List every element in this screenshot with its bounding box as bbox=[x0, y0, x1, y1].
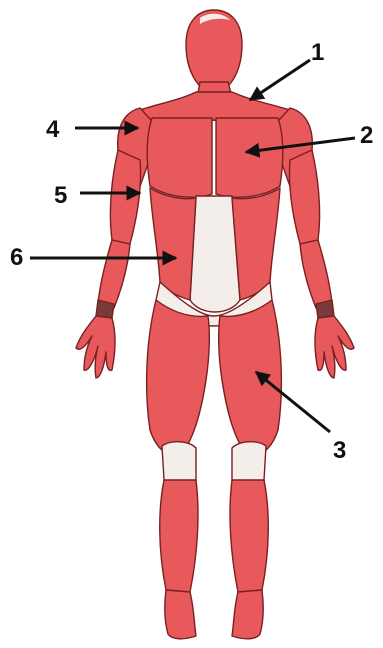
foot-left bbox=[165, 590, 196, 639]
arrow-1 bbox=[250, 60, 310, 100]
arm-left-forearm bbox=[98, 240, 130, 308]
label-2: 2 bbox=[360, 122, 373, 149]
thigh-right bbox=[219, 300, 282, 456]
shin-left bbox=[160, 480, 198, 592]
oblique-right bbox=[232, 188, 280, 300]
arm-right-forearm bbox=[300, 240, 332, 308]
label-4: 4 bbox=[46, 116, 60, 143]
human-figure bbox=[76, 10, 354, 639]
foot-right bbox=[232, 590, 263, 639]
wrist-left bbox=[96, 300, 114, 318]
hand-right bbox=[315, 316, 354, 378]
thigh-left bbox=[147, 300, 210, 456]
oblique-left bbox=[150, 188, 196, 300]
arm-right-upper bbox=[289, 150, 319, 244]
label-1: 1 bbox=[311, 39, 324, 66]
label-5: 5 bbox=[54, 182, 67, 209]
label-3: 3 bbox=[333, 437, 346, 464]
wrist-right bbox=[316, 300, 334, 318]
pectoral-right bbox=[216, 118, 283, 197]
abdomen-linea bbox=[190, 196, 240, 312]
pectoral-left bbox=[147, 118, 212, 197]
arm-left-upper bbox=[110, 150, 140, 244]
label-6: 6 bbox=[10, 244, 23, 271]
hand-left bbox=[76, 316, 115, 378]
head bbox=[186, 10, 242, 90]
shin-right bbox=[230, 480, 268, 592]
